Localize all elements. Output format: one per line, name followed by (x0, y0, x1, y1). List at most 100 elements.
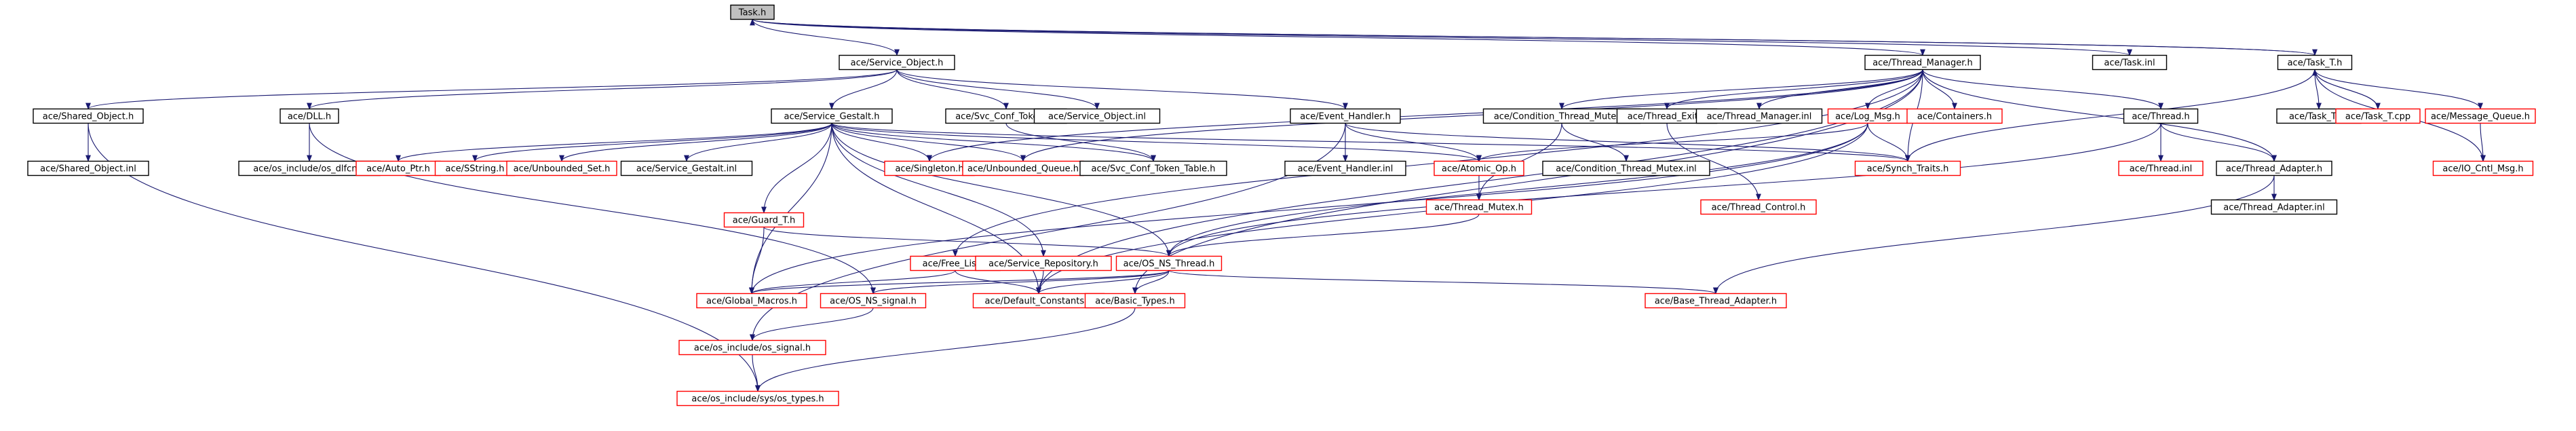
edge-service_gestalt_h-to-unbounded_set_h (559, 123, 832, 162)
node-sys-os-types-h[interactable]: ace/os_include/sys/os_types.h (676, 390, 839, 407)
node-box (1290, 108, 1401, 124)
node-thread-manager-inl[interactable]: ace/Thread_Manager.inl (1695, 108, 1823, 124)
node-os-ns-signal-h[interactable]: ace/OS_NS_signal.h (820, 293, 927, 309)
edge-service_gestalt_h-to-sstring_h (472, 123, 832, 162)
node-event-handler-h[interactable]: ace/Event_Handler.h (1290, 108, 1401, 124)
node-label: ace/Thread_Mutex.h (1434, 203, 1524, 213)
edge-service_object_h-to-shared_object_h (85, 69, 898, 110)
node-label: ace/Thread_Manager.h (1872, 58, 1973, 69)
node-thread-adapter-inl[interactable]: ace/Thread_Adapter.inl (2210, 199, 2338, 215)
edge-os_ns_signal_h-to-os_signal_h (750, 307, 874, 341)
node-box (1700, 199, 1817, 215)
node-dll-h[interactable]: ace/DLL.h (280, 108, 339, 124)
node-service-repository-h[interactable]: ace/Service_Repository.h (975, 255, 1112, 271)
node-box (1854, 160, 1961, 176)
edge-thread_manager_h-to-thread_exit_h (1664, 69, 1923, 110)
edge-thread_manager_h-to-thread_adapter_h (1922, 69, 2277, 162)
node-os-signal-h[interactable]: ace/os_include/os_signal.h (678, 339, 826, 356)
node-task-t-cpp[interactable]: ace/Task_T.cpp (2335, 108, 2421, 124)
edge-log_msg_h-to-global_macros_h (749, 123, 1868, 295)
node-basic-types-h[interactable]: ace/Basic_Types.h (1084, 293, 1186, 309)
node-task-h[interactable]: Task.h (730, 4, 775, 20)
node-label: ace/Auto_Ptr.h (366, 164, 430, 174)
node-atomic-op-h[interactable]: ace/Atomic_Op.h (1434, 160, 1524, 176)
node-thread-exit-h[interactable]: ace/Thread_Exit.h (1616, 108, 1718, 124)
node-thread-manager-h[interactable]: ace/Thread_Manager.h (1864, 54, 1981, 71)
node-message-queue-h[interactable]: ace/Message_Queue.h (2425, 108, 2536, 124)
node-label: ace/Task_T.cpp (2345, 112, 2410, 122)
node-base-thread-adapter-h[interactable]: ace/Base_Thread_Adapter.h (1645, 293, 1787, 309)
edge-thread_manager_h-to-thread_h (1922, 69, 2164, 110)
node-label: ace/Guard_T.h (733, 216, 795, 226)
edge-task_t_h-to-task_t_cpp (2314, 69, 2381, 110)
edge-service_gestalt_h-to-service_repository_h (831, 123, 1046, 257)
node-label: ace/Thread_Control.h (1712, 203, 1806, 213)
node-synch-traits-h[interactable]: ace/Synch_Traits.h (1854, 160, 1961, 176)
node-label: ace/Basic_Types.h (1095, 297, 1174, 307)
edge-service_gestalt_h-to-guard_t_h (761, 123, 832, 214)
node-label: ace/OS_NS_signal.h (830, 297, 917, 307)
node-label: ace/Task_T.inl (2289, 112, 2349, 122)
node-log-msg-h[interactable]: ace/Log_Msg.h (1827, 108, 1908, 124)
node-box (1906, 108, 2003, 124)
node-containers-h[interactable]: ace/Containers.h (1906, 108, 2003, 124)
node-label: ace/Log_Msg.h (1835, 112, 1900, 122)
node-label: ace/Unbounded_Set.h (514, 164, 611, 174)
node-service-gestalt-inl[interactable]: ace/Service_Gestalt.inl (620, 160, 753, 176)
edge-os_ns_thread_h-to-default_constants_h (1036, 270, 1170, 295)
node-box (1695, 108, 1823, 124)
node-auto-ptr-h[interactable]: ace/Auto_Ptr.h (355, 160, 441, 176)
node-unbounded-queue-h[interactable]: ace/Unbounded_Queue.h (962, 160, 1084, 176)
node-box (1115, 255, 1223, 271)
node-thread-mutex-h[interactable]: ace/Thread_Mutex.h (1425, 199, 1533, 215)
node-label: ace/os_include/os_dlfcn.h (253, 164, 366, 174)
node-io-cntl-msg-h[interactable]: ace/IO_Cntl_Msg.h (2432, 160, 2534, 176)
node-service-object-h[interactable]: ace/Service_Object.h (839, 54, 955, 71)
node-box (696, 293, 807, 309)
node-label: ace/Singleton.h (895, 164, 963, 174)
node-label: ace/Thread_Adapter.h (2226, 164, 2322, 174)
node-unbounded-set-h[interactable]: ace/Unbounded_Set.h (506, 160, 617, 176)
node-label: ace/Task_T.h (2288, 58, 2343, 69)
node-thread-h[interactable]: ace/Thread.h (2123, 108, 2199, 124)
node-box (506, 160, 617, 176)
node-label: ace/Service_Object.inl (1048, 112, 1146, 122)
node-os-ns-thread-h[interactable]: ace/OS_NS_Thread.h (1115, 255, 1223, 271)
node-label: ace/Free_List.h (923, 259, 988, 269)
node-label: ace/Shared_Object.h (43, 112, 134, 122)
edge-service_gestalt_h-to-synch_traits_h (831, 123, 1910, 162)
node-svc-conf-token-table-h[interactable]: ace/Svc_Conf_Token_Table.h (1079, 160, 1227, 176)
edge-service_gestalt_h-to-auto_ptr_h (396, 123, 832, 162)
node-thread-adapter-h[interactable]: ace/Thread_Adapter.h (2216, 160, 2332, 176)
node-event-handler-inl[interactable]: ace/Event_Handler.inl (1284, 160, 1406, 176)
node-box (2425, 108, 2536, 124)
edge-task_h-to-service_object_h (752, 19, 900, 56)
node-thread-control-h[interactable]: ace/Thread_Control.h (1700, 199, 1817, 215)
node-box (2335, 108, 2421, 124)
node-service-gestalt-h[interactable]: ace/Service_Gestalt.h (771, 108, 893, 124)
node-sstring-h[interactable]: ace/SString.h (434, 160, 516, 176)
node-task-inl[interactable]: ace/Task.inl (2092, 54, 2168, 71)
node-singleton-h[interactable]: ace/Singleton.h (884, 160, 975, 176)
node-shared-object-inl[interactable]: ace/Shared_Object.inl (27, 160, 149, 176)
node-label: Task.h (738, 8, 766, 18)
edge-thread_manager_h-to-log_msg_h (1865, 69, 1923, 110)
edge-service_object_h-to-event_handler_h (896, 69, 1348, 110)
node-label: ace/os_include/os_signal.h (694, 343, 811, 354)
edge-service_gestalt_h-to-svc_conf_token_table_h (831, 123, 1156, 162)
node-os-dlfcn-h[interactable]: ace/os_include/os_dlfcn.h (238, 160, 381, 176)
node-label: ace/Message_Queue.h (2431, 112, 2530, 122)
node-service-object-inl[interactable]: ace/Service_Object.inl (1033, 108, 1161, 124)
node-condition-thread-mutex-inl[interactable]: ace/Condition_Thread_Mutex.inl (1542, 160, 1710, 176)
edge-os_ns_thread_h-to-basic_types_h (1132, 270, 1170, 295)
node-condition-thread-mutex-h[interactable]: ace/Condition_Thread_Mutex.h (1482, 108, 1641, 124)
node-global-macros-h[interactable]: ace/Global_Macros.h (696, 293, 807, 309)
node-default-constants-h[interactable]: ace/Default_Constants.h (972, 293, 1105, 309)
node-guard-t-h[interactable]: ace/Guard_T.h (723, 212, 805, 228)
node-box (1542, 160, 1710, 176)
node-thread-inl[interactable]: ace/Thread.inl (2118, 160, 2204, 176)
edge-service_object_h-to-dll_h (307, 69, 898, 110)
edge-service_object_h-to-svc_conf_tokens_h (896, 69, 1009, 110)
node-shared-object-h[interactable]: ace/Shared_Object.h (33, 108, 144, 124)
node-task-t-h[interactable]: ace/Task_T.h (2277, 54, 2353, 71)
